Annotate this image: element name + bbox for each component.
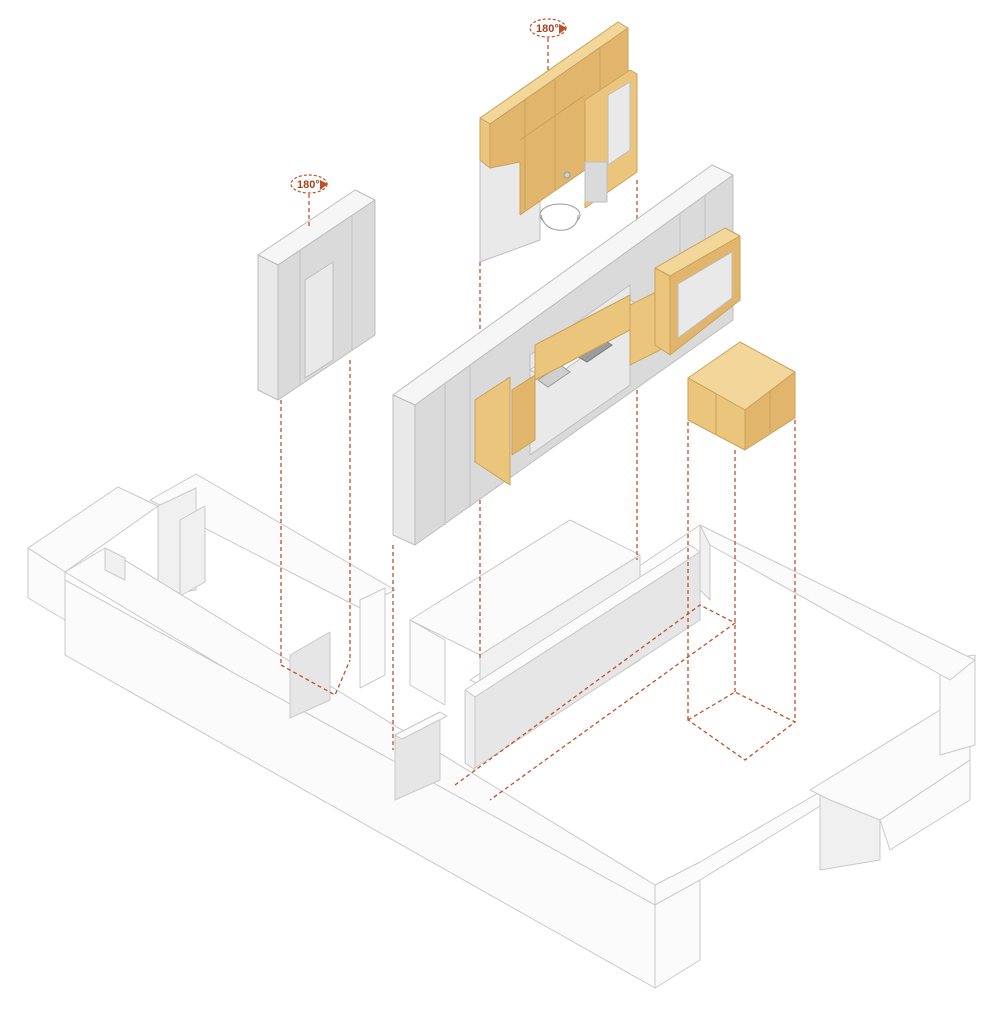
partition-c-top (394, 711, 448, 740)
column-rotation-arrow (320, 180, 328, 190)
back-wall-top (149, 473, 396, 609)
bay-wall-face (879, 759, 971, 851)
kitchen-shelf-niche (677, 251, 733, 339)
column-footprint (280, 659, 351, 696)
wood-cube-module (687, 341, 796, 451)
back-wall-inner (179, 505, 206, 597)
apartment-shell (27, 473, 976, 989)
kitchen-module (392, 164, 741, 546)
bathroom-rotation-arrow (559, 24, 567, 34)
kitchen-end-face (392, 394, 416, 546)
toilet-bowl (540, 214, 579, 231)
bath-toiletry-shelf (584, 161, 608, 203)
bathroom-module (479, 21, 638, 263)
bathroom-front-band (479, 117, 491, 169)
kitchen-footprint (454, 604, 737, 801)
bath-panel-seam-h (519, 94, 586, 141)
mirror-cabinet-interior (607, 81, 631, 166)
partition-b (289, 631, 331, 719)
column-front (257, 254, 279, 401)
right-bottom-wall-face (654, 879, 701, 989)
column-rotation-label: 180° (297, 179, 320, 191)
flush-button (563, 171, 571, 179)
column-recess (304, 261, 334, 379)
cube-footprint (686, 691, 797, 761)
kitchen-door-left-2 (511, 374, 536, 456)
grey-column-module (257, 189, 376, 401)
partition-a (359, 587, 386, 689)
kitchen-wall-end (409, 619, 446, 706)
center-partition-face (464, 689, 476, 771)
bathroom-rotation-badge: 180° (529, 18, 567, 70)
column-rotation-badge: 180° (290, 174, 328, 228)
bathroom-rotation-label: 180° (536, 23, 559, 35)
kitchen-door-left (474, 376, 511, 486)
right-bottom-wall-top (654, 791, 831, 906)
front-wall-end (104, 547, 126, 581)
center-partition-side (474, 551, 701, 769)
kitchen-door-mid (629, 289, 661, 366)
kitchen-shelf-front (654, 267, 671, 356)
